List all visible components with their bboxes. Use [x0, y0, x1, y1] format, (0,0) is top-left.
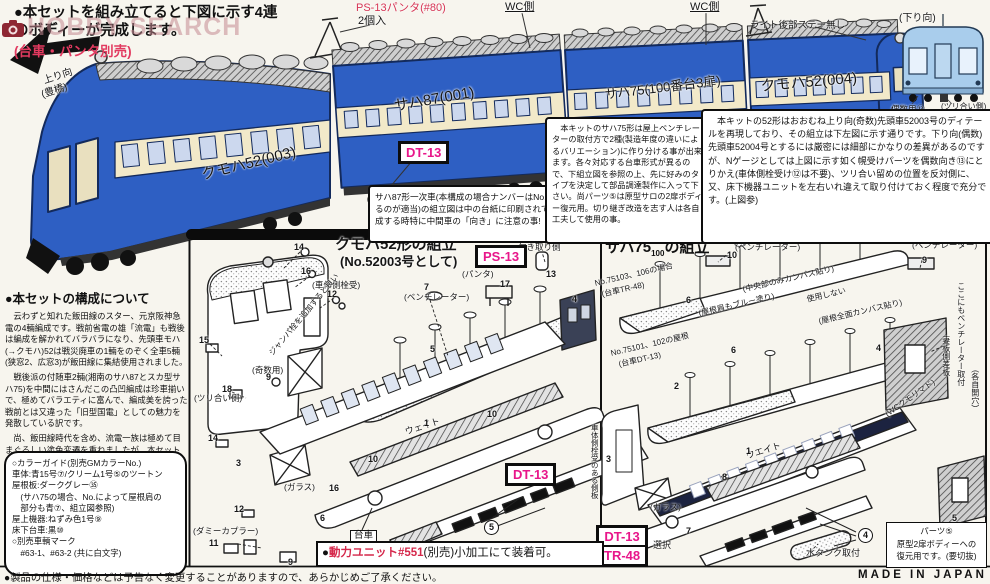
note-kumoha52-text: 本キットの52形はおおむね上り向(奇数)先頭車52003号のディテールを再現して…: [708, 116, 987, 206]
color-guide-line: (サハ75の場合、No.によって屋根肩の: [12, 491, 162, 502]
badge-ps13: PS-13: [475, 245, 528, 268]
power-unit-note: ●動力ユニット#551(別売)小加工にて装着可。: [316, 541, 604, 567]
sold-separately-note: (台車・パンタ別売): [14, 44, 132, 59]
title-line2: のボディーが完成します。: [14, 23, 186, 39]
up-direction-arrow: [10, 22, 100, 74]
saha75-assembly-diagram: [600, 212, 987, 567]
color-guide-line: #63-1、#63-2 (共に白文字): [12, 547, 122, 558]
color-guide-line: 部分も青⑦、組立図参照): [12, 502, 115, 513]
parts5-note-box: パーツ⑤ 原型2扉ボディーへの復元用です。(要切抜): [886, 522, 987, 568]
color-guide-line: 屋根板:ダークグレー㉟: [12, 480, 98, 491]
page-title: ●本セットを組み立てると下図に示す4連 のボディーが完成します。 (台車・パンタ…: [14, 4, 277, 61]
color-guide-line: 床下台車:黒⑩: [12, 525, 64, 536]
car-front-view: [902, 14, 984, 105]
color-guide-line: 車体:青15号⑦/クリーム1号⑤のツートン: [12, 469, 163, 480]
parts5-line: 復元用です。(要切抜): [896, 551, 977, 561]
composition-paragraph: 戦後派の付随車2輛(湘南のサハ87とスカ型サハ75)を中間にはさんだこの凸凹編成…: [5, 371, 188, 429]
pantograph: [745, 4, 773, 37]
parts5-line: 原型2扉ボディーへの: [896, 538, 977, 549]
power-unit-code: 動力ユニット#551: [328, 547, 424, 559]
note-kumoha52: 本キットの52形はおおむね上り向(奇数)先頭車52003号のディテールを再現して…: [701, 109, 990, 244]
color-guide-line: 屋上機器:ねずみ色1号⑨: [12, 514, 102, 525]
kumoha52-assembly-diagram: [205, 247, 649, 563]
composition-heading: ●本セットの構成について: [5, 292, 150, 306]
color-guide-line: ○カラーガイド(別売GMカラーNo.): [12, 458, 142, 468]
disclaimer-text: ●製品の仕様・価格などは予告なく変更することがありますので、あらかじめご了承くだ…: [4, 573, 443, 584]
note-saha87-text: サハ87形一次車(本構成の場合ナンバーはNo.87001号とするのが適当)の組立…: [375, 192, 596, 226]
note-saha75-text: 本キットのサハ75形は屋上ベンチレーターの取付方で2種(製造年度の違いによるバリ…: [552, 124, 703, 225]
note-saha75: 本キットのサハ75形は屋上ベンチレーターの取付方で2種(製造年度の違いによるバリ…: [545, 117, 710, 244]
badge-dt13-mid: DT-13: [505, 463, 557, 486]
color-guide-line: ○別売車輌マーク: [12, 536, 76, 547]
badge-dt13-top: DT-13: [398, 141, 450, 164]
badge-truck-select: DT-13 TR-48: [596, 525, 649, 567]
parts5-line: パーツ⑤: [920, 526, 953, 536]
color-guide-box: ○カラーガイド(別売GMカラーNo.)車体:青15号⑦/クリーム1号⑤のツートン…: [4, 451, 187, 576]
composition-paragraph: 云わずと知れた飯田線のスター、元京阪神急電の4輛編成です。戦前省電の雄「流電」も…: [5, 311, 188, 368]
made-in-japan: MADE IN JAPAN: [858, 569, 987, 581]
title-line1: ●本セットを組み立てると下図に示す4連: [14, 5, 278, 21]
